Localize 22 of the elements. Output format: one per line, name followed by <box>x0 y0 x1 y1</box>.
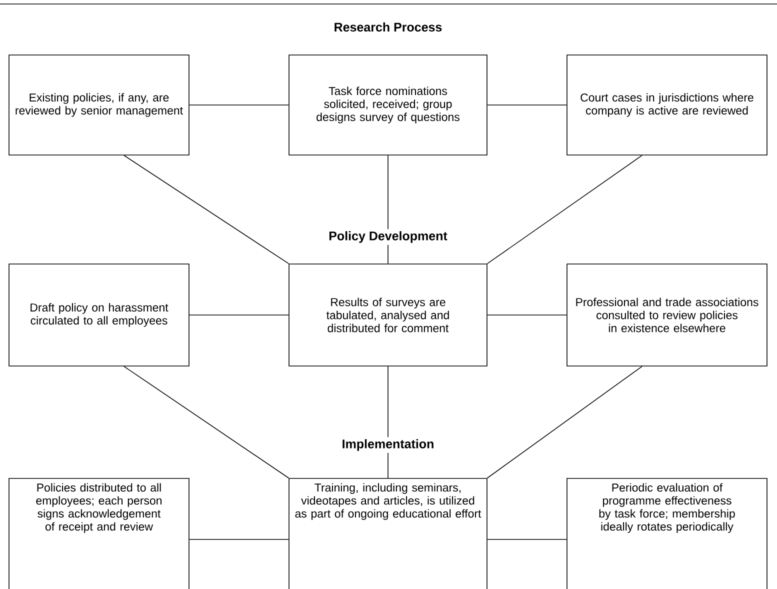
process-box: Task force nominations solicited, received; group designs survey of questions <box>288 54 488 156</box>
connector-line <box>487 104 567 106</box>
process-box: Existing policies, if any, are reviewed by senior management <box>8 54 190 156</box>
connector-line <box>487 314 567 316</box>
connector-line <box>189 539 289 540</box>
section-heading: Research Process <box>334 22 442 32</box>
connector-line <box>124 366 289 478</box>
process-box: Policies distributed to all employees; each person signs acknowledgement of receipt and review <box>8 478 190 589</box>
connector-line <box>124 155 289 264</box>
process-box: Court cases in jurisdictions where company is active are reviewed <box>566 54 768 156</box>
connector-line <box>189 104 289 106</box>
process-box: Professional and trade associations consulted to review policies in existence elsewhere <box>566 264 768 366</box>
connector-line <box>189 314 289 316</box>
connector-line <box>487 155 642 264</box>
process-box: Results of surveys are tabulated, analysed and distributed for comment <box>288 264 488 366</box>
process-box: Draft policy on harassment circulated to all employees <box>8 264 190 366</box>
process-box: Periodic evaluation of programme effectiveness by task force; membership ideally rotates periodically <box>566 478 768 589</box>
connector-line <box>487 539 567 540</box>
connector-line <box>487 366 642 478</box>
process-box: Training, including seminars, videotapes and articles, is utilized as part of ongoing educational effort <box>288 478 488 589</box>
section-heading: Implementation <box>340 437 436 453</box>
section-heading: Policy Development <box>326 229 450 245</box>
